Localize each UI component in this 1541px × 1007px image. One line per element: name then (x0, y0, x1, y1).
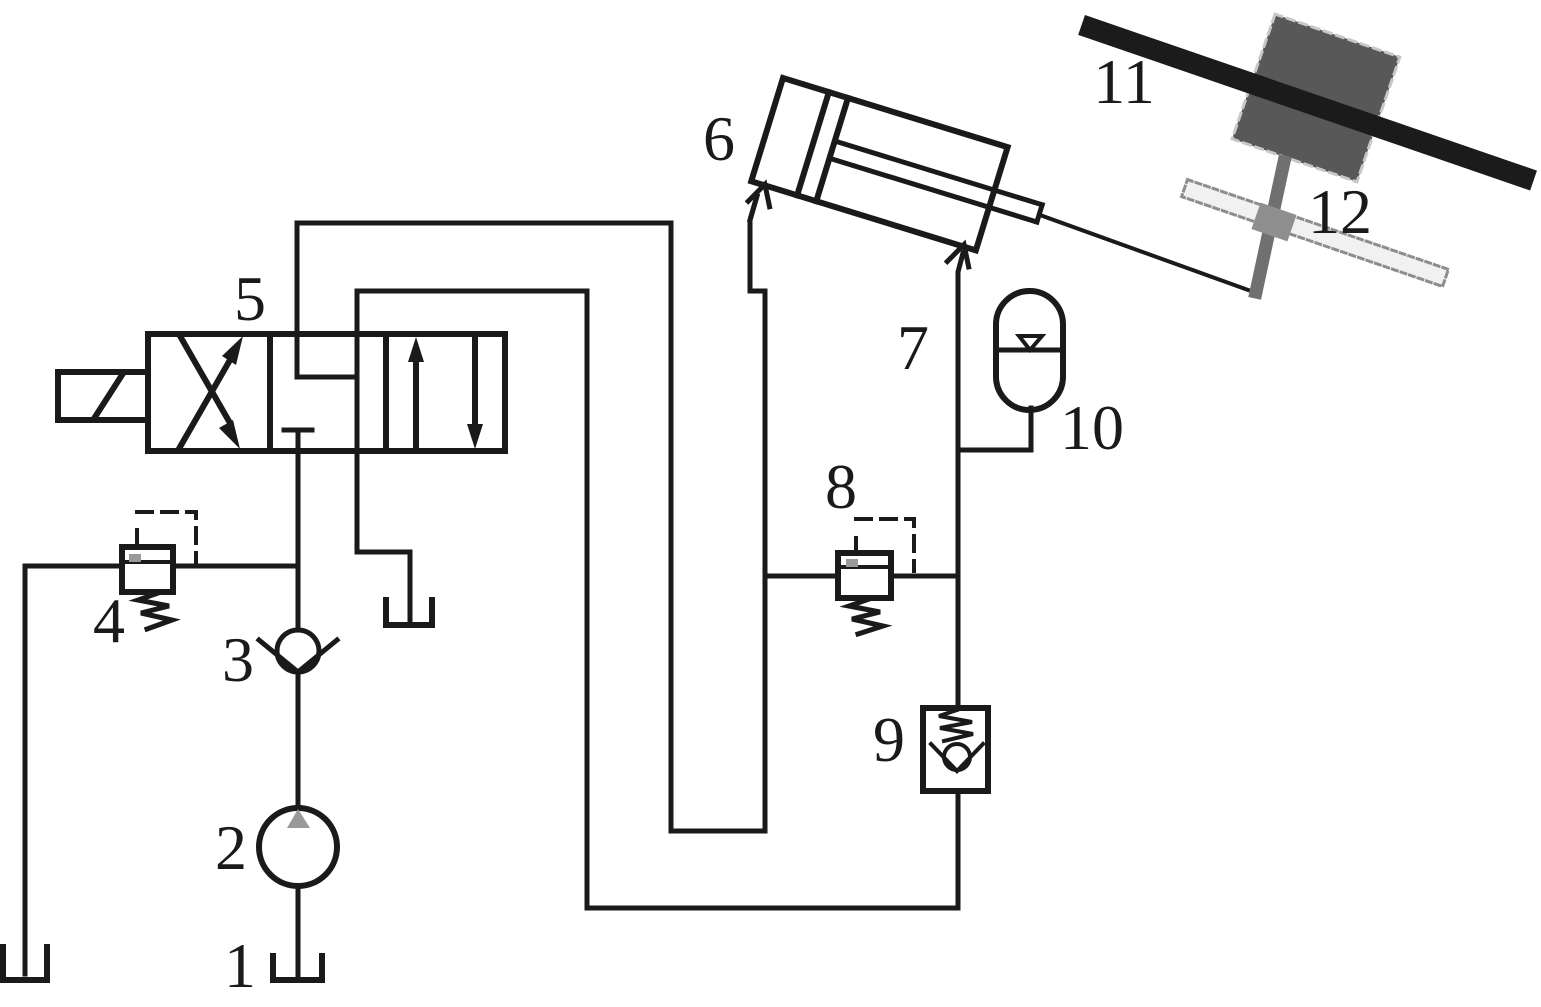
component-label-11: 11 (1093, 46, 1155, 117)
pitch-hub-square (1251, 202, 1297, 242)
cylinder-rod (831, 137, 1046, 208)
directional-valve (55, 331, 508, 454)
check-valve-3 (255, 627, 341, 676)
component-label-6: 6 (703, 103, 735, 174)
cylinder-port-arrow-cap-end (744, 179, 773, 210)
cylinder-piston (793, 88, 833, 200)
relief-valve-4-spring (128, 588, 181, 633)
rotor-blade (1078, 15, 1537, 191)
accumulator-gas-triangle (1014, 334, 1047, 354)
component-label-1: 1 (224, 930, 256, 1001)
rod-linkage-line (1037, 212, 1251, 293)
component-label-5: 5 (234, 263, 266, 334)
relief-valve-8-pilot-dashed (854, 517, 916, 573)
tank-1 (270, 953, 325, 983)
pipe-cap-end-line (294, 192, 841, 834)
relief-valve-4 (119, 510, 198, 633)
cylinder-rod (826, 155, 1041, 226)
relief-valve-8-spring (839, 594, 893, 638)
component-label-8: 8 (825, 451, 857, 522)
relief-valve-4-pilot-dashed (135, 510, 198, 566)
cylinder-port-arrow-rod-end (943, 239, 972, 270)
component-label-2: 2 (215, 812, 247, 883)
accumulator (993, 288, 1066, 413)
component-label-4: 4 (93, 585, 125, 656)
tank-valve-drain (383, 597, 435, 628)
valve-body (145, 331, 508, 454)
relief-valve-8-mark (846, 559, 858, 567)
cylinder-barrel (747, 74, 1012, 255)
valve-crossed-arrows (175, 331, 243, 452)
component-label-3: 3 (222, 624, 254, 695)
relief-valve-4-mark (129, 554, 141, 562)
check-valve-9-spring (938, 707, 974, 744)
pump (256, 805, 340, 889)
relief-valve-8 (835, 517, 916, 638)
component-label-12: 12 (1308, 176, 1372, 247)
component-label-10: 10 (1060, 392, 1124, 463)
tank-left (0, 944, 50, 983)
solenoid-actuator (55, 369, 151, 423)
rotor-assembly (1078, 12, 1537, 300)
cap-end-port-link (746, 192, 761, 224)
pump-flow-triangle (287, 809, 310, 828)
hydraulic-cylinder (744, 74, 1046, 270)
pitch-crossbar (1179, 177, 1451, 289)
pipe-rod-end-line (354, 249, 1034, 911)
valve-parallel-arrows (408, 334, 483, 452)
cylinder-piston (812, 94, 852, 205)
component-label-9: 9 (873, 704, 905, 775)
spring-check-valve-9 (920, 705, 991, 794)
component-label-7: 7 (897, 312, 929, 383)
pipe-relief-line (22, 563, 301, 977)
